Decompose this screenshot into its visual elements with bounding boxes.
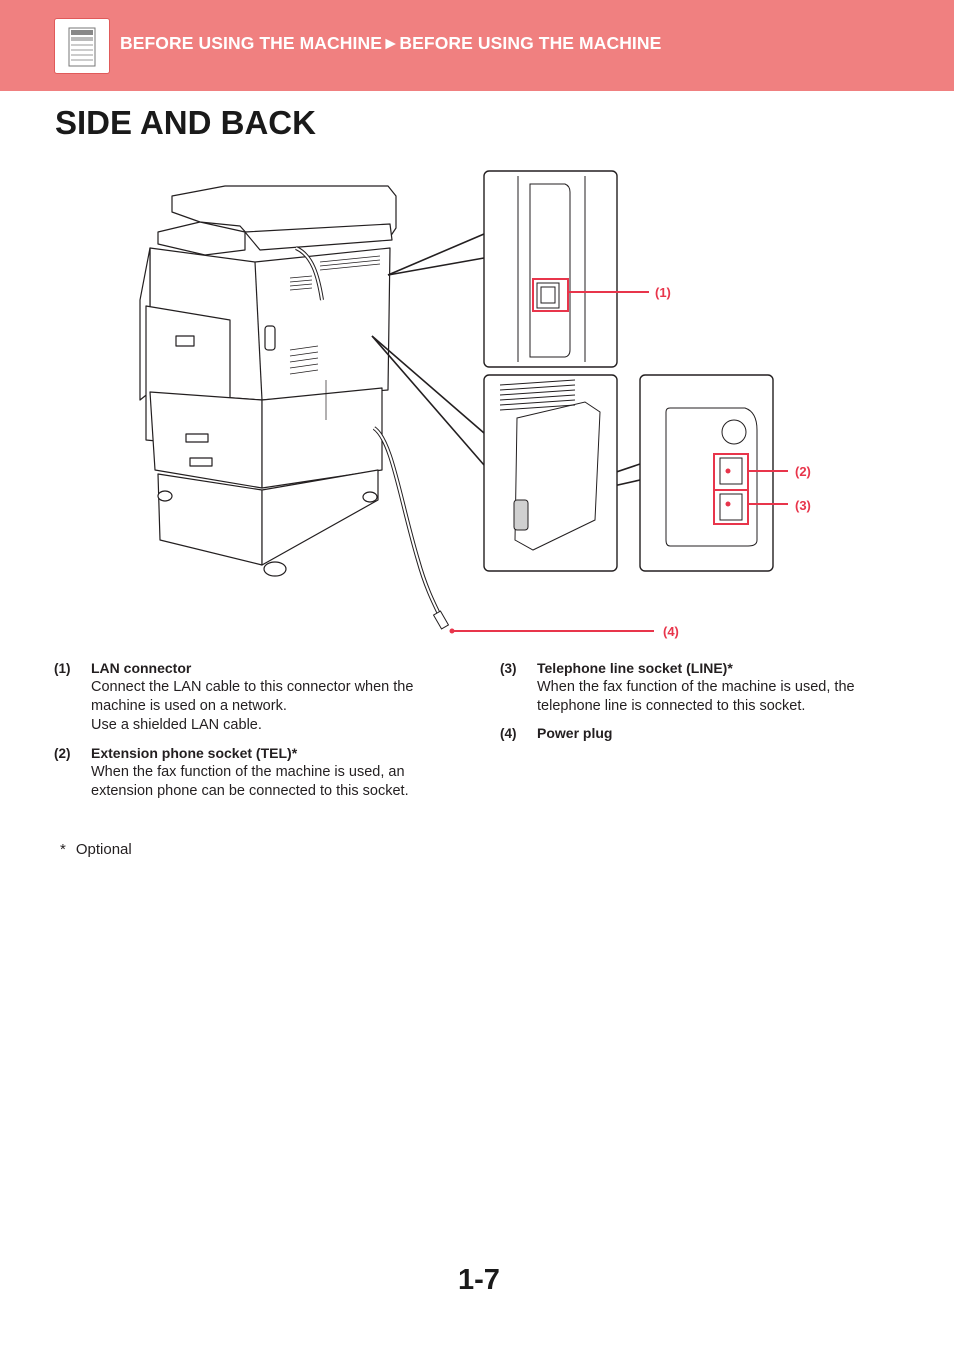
callout-2-label: (2): [795, 464, 811, 479]
footnote-mark: *: [60, 841, 66, 858]
item-number: (1): [54, 661, 71, 676]
footnote-text: Optional: [75, 841, 132, 858]
callout-1-label: (1): [655, 285, 671, 300]
header-bar: BEFORE USING THE MACHINE►BEFORE USING TH…: [0, 0, 954, 91]
page-title: SIDE AND BACK: [55, 104, 316, 141]
printer-icon: [54, 18, 110, 74]
item-description: When the fax function of the machine is …: [91, 764, 409, 799]
item-description: Connect the LAN cable to this connector …: [91, 679, 414, 733]
item-title: Power plug: [537, 725, 613, 741]
item-number: (2): [54, 746, 71, 761]
item-description: When the fax function of the machine is …: [537, 679, 855, 714]
item-title: LAN connector: [91, 660, 192, 676]
callout-3-label: (3): [795, 498, 811, 513]
breadcrumb[interactable]: BEFORE USING THE MACHINE►BEFORE USING TH…: [120, 33, 662, 53]
item-title: Extension phone socket (TEL)*: [91, 745, 298, 761]
item-number: (4): [500, 726, 517, 741]
item-number: (3): [500, 661, 517, 676]
page-number: 1-7: [458, 1264, 500, 1296]
footnote: * Optional: [60, 841, 132, 858]
callout-4-label: (4): [663, 624, 679, 639]
machine-side-back-illustration: [139, 170, 788, 634]
item-title: Telephone line socket (LINE)*: [537, 660, 733, 676]
